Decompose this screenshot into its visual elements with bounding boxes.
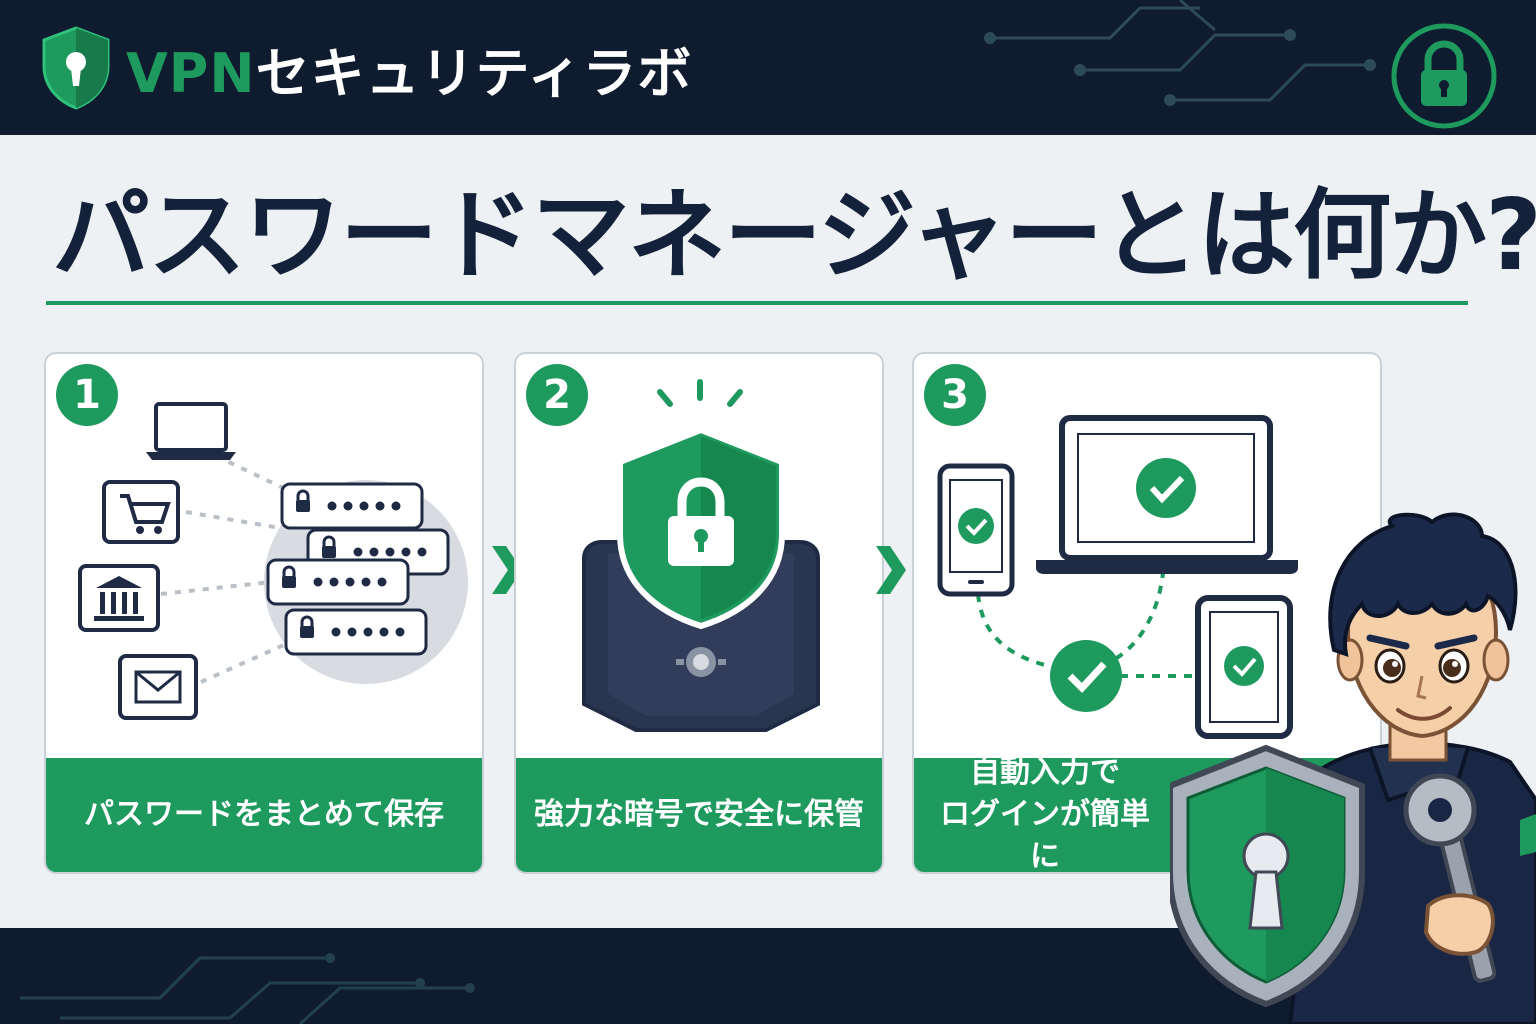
tablet-check-icon: [1195, 595, 1293, 739]
bank-icon: [78, 564, 160, 632]
title-divider: [46, 301, 1468, 305]
shield-lock-icon: [617, 426, 785, 630]
brand[interactable]: VPNセキュリティラボ: [40, 26, 692, 110]
step-number-2: 2: [526, 364, 588, 426]
step-card-1: 1 パスワードをまとめて保存: [44, 352, 484, 874]
brand-name: VPNセキュリティラボ: [126, 29, 692, 108]
step-caption-3-line1: 自動入力で: [970, 755, 1120, 790]
step-3-illustration: [937, 415, 1298, 739]
step-2-illustration: [582, 379, 820, 732]
step-number-1: 1: [56, 364, 118, 426]
sync-check-icon: [1050, 640, 1122, 712]
mail-icon: [118, 654, 198, 720]
step-caption-2: 強力な暗号で安全に保管: [516, 758, 882, 872]
padlock-icon: [1391, 23, 1497, 129]
step-caption-1: パスワードをまとめて保存: [46, 758, 482, 872]
smartphone-check-icon: [937, 463, 1015, 597]
arrow-right-icon: [876, 546, 906, 594]
laptop-icon: [146, 402, 236, 460]
brand-prefix: VPN: [126, 41, 256, 105]
circuit-pattern: [20, 953, 475, 1024]
step-number-3: 3: [924, 364, 986, 426]
page-title: パスワードマネージャーとは何か?: [52, 179, 1536, 293]
brand-suffix: セキュリティラボ: [255, 41, 693, 105]
step-card-2: 2 強力な暗号で安全に保管: [514, 352, 884, 874]
shield-keyhole-icon: [1170, 744, 1365, 1008]
shield-keyhole-icon: [42, 26, 110, 110]
cart-icon: [102, 480, 180, 544]
mascot-with-shield-and-key: [1170, 512, 1536, 1024]
step-caption-3-line2: ログインが簡単に: [940, 797, 1150, 874]
step-1-illustration: [78, 402, 468, 720]
circuit-pattern: [984, 0, 1376, 106]
site-header: VPNセキュリティラボ: [0, 0, 1536, 135]
password-field-icon: [266, 482, 450, 656]
laptop-check-icon: [1036, 415, 1298, 574]
